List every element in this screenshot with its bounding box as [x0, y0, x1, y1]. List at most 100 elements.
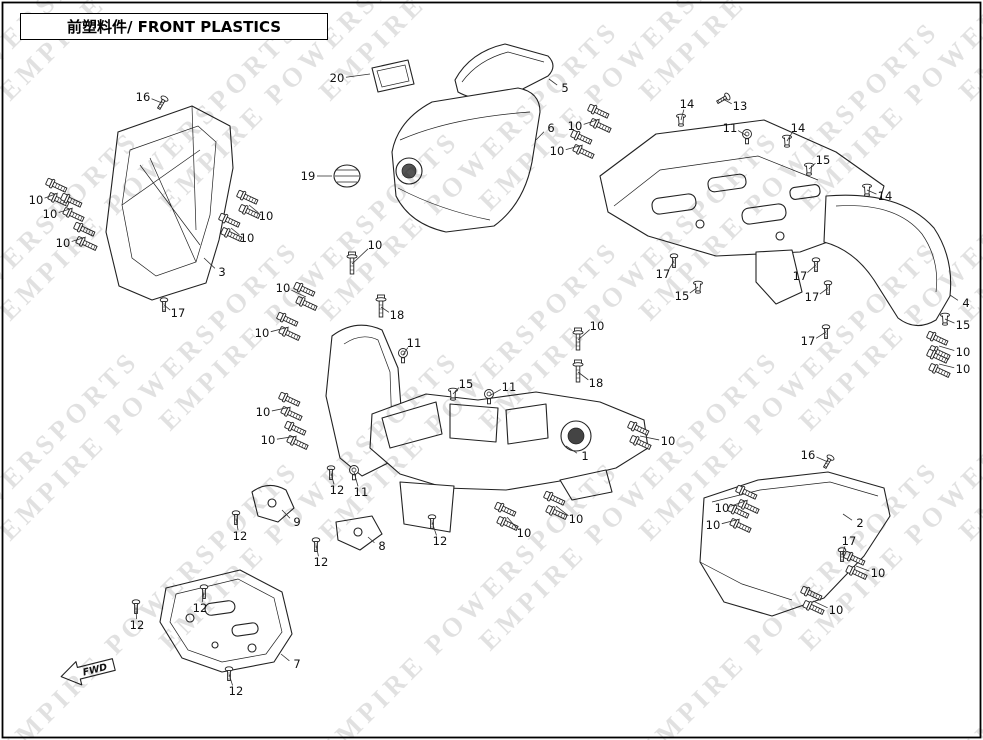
leader-line — [819, 287, 829, 295]
callout-5: 5 — [561, 81, 568, 95]
leader-line — [330, 472, 335, 485]
leader-line — [44, 192, 59, 199]
callout-17: 17 — [793, 269, 808, 283]
screw-icon — [224, 666, 234, 681]
callout-18: 18 — [589, 376, 604, 390]
page-title: 前塑料件/ FRONT PLASTICS — [66, 18, 282, 36]
leader-line — [812, 600, 828, 609]
callout-8: 8 — [378, 539, 385, 553]
leader-line — [291, 289, 307, 298]
callout-10: 10 — [43, 207, 58, 221]
callout-10: 10 — [368, 238, 383, 252]
callout-10: 10 — [715, 501, 730, 515]
leader-line — [345, 73, 371, 78]
fwd-arrow: FWD — [60, 658, 116, 686]
leader-line — [431, 521, 437, 536]
leader-line — [135, 606, 137, 620]
screw-icon — [231, 510, 241, 525]
callout-15: 15 — [675, 289, 690, 303]
callout-17: 17 — [842, 534, 857, 548]
part-8-bracket — [335, 515, 383, 551]
callout-7: 7 — [293, 657, 300, 671]
leader-line — [577, 329, 591, 341]
leader-line — [201, 591, 205, 603]
watermark-text: EMPIRE POWERSPORTS — [953, 235, 983, 547]
leader-line — [280, 653, 290, 662]
callout-10: 10 — [661, 434, 676, 448]
callout-1: 1 — [581, 449, 588, 463]
callout-12: 12 — [330, 483, 345, 497]
callout-2: 2 — [856, 516, 863, 530]
leader-line — [488, 389, 501, 397]
callout-10: 10 — [29, 193, 44, 207]
callout-17: 17 — [805, 290, 820, 304]
leader-line — [555, 505, 569, 517]
watermark-text: EMPIRE POWERSPORTS — [953, 455, 983, 740]
callout-3: 3 — [218, 265, 225, 279]
leader-line — [506, 516, 518, 530]
leader-line — [668, 260, 675, 270]
callout-17: 17 — [801, 334, 816, 348]
callout-16: 16 — [136, 90, 151, 104]
leader-line — [855, 565, 870, 572]
stud-bolt-icon — [572, 327, 584, 351]
part-2-side-panel — [699, 471, 891, 617]
callout-10: 10 — [568, 119, 583, 133]
callout-10: 10 — [517, 526, 532, 540]
callout-10: 10 — [240, 231, 255, 245]
watermark-text: EMPIRE POWERSPORTS — [633, 0, 945, 106]
leader-line — [949, 294, 959, 301]
part-3-left-inner-panel — [105, 105, 234, 301]
leader-line — [270, 326, 290, 333]
part-4-front-fender — [823, 194, 952, 327]
fwd-label: FWD — [82, 662, 109, 679]
watermark-text: EMPIRE POWERSPORTS — [953, 0, 983, 106]
callout-10: 10 — [569, 512, 584, 526]
stud-bolt-icon — [572, 359, 584, 383]
screw-icon — [811, 257, 821, 272]
leader-line — [689, 286, 699, 294]
callout-6: 6 — [547, 121, 554, 135]
leader-line — [315, 544, 319, 557]
leader-line — [841, 546, 846, 556]
flange-clip-icon — [676, 113, 686, 127]
callout-10: 10 — [871, 566, 886, 580]
leader-line — [351, 248, 369, 265]
screw-icon — [311, 537, 321, 552]
callout-14: 14 — [878, 189, 893, 203]
leader-line — [842, 513, 853, 521]
leader-line — [938, 363, 955, 369]
leader-line — [151, 98, 163, 104]
callout-14: 14 — [791, 121, 806, 135]
callout-10: 10 — [255, 326, 270, 340]
callout-15: 15 — [956, 318, 971, 332]
callout-9: 9 — [293, 515, 300, 529]
leader-line — [807, 264, 817, 273]
watermark-text: EMPIRE POWERSPORTS — [953, 15, 983, 327]
leader-line — [815, 331, 827, 339]
callout-10: 10 — [256, 405, 271, 419]
callout-12: 12 — [433, 534, 448, 548]
callout-11: 11 — [354, 485, 369, 499]
screw-icon — [823, 280, 833, 295]
leader-line — [639, 435, 660, 441]
leader-line — [367, 536, 375, 544]
leader-line — [203, 257, 216, 269]
screw-icon — [820, 453, 836, 471]
leader-line — [271, 406, 292, 412]
callout-4: 4 — [962, 296, 969, 310]
parts-layer: FWD — [60, 43, 952, 686]
leader-line — [163, 304, 171, 311]
callout-13: 13 — [733, 99, 748, 113]
leader-line — [866, 189, 877, 195]
callout-11: 11 — [723, 121, 738, 135]
part-1-front-bumper — [325, 324, 649, 533]
leader-line — [565, 144, 584, 151]
callout-12: 12 — [233, 529, 248, 543]
callout-15: 15 — [816, 153, 831, 167]
screw-icon — [821, 324, 831, 339]
callout-10: 10 — [956, 345, 971, 359]
callout-11: 11 — [407, 336, 422, 350]
screw-icon — [159, 297, 169, 312]
